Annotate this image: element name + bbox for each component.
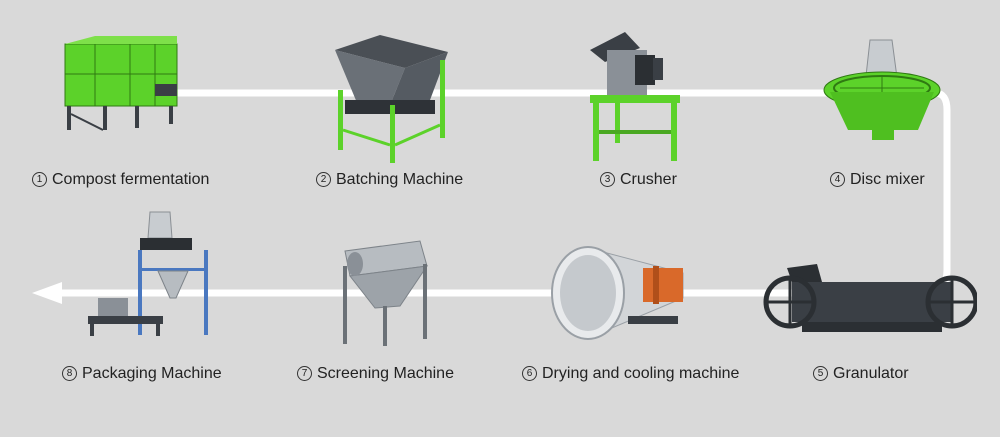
step-number-7: 7 [297, 366, 312, 381]
step-label-5: 5 Granulator [813, 364, 909, 384]
step-number-4: 4 [830, 172, 845, 187]
step-number-6: 6 [522, 366, 537, 381]
step-number-2: 2 [316, 172, 331, 187]
step-label-6: 6 Drying and cooling machine [522, 364, 739, 384]
packaging-machine-icon [88, 211, 208, 336]
step-number-5: 5 [813, 366, 828, 381]
step-text-5: Granulator [833, 365, 909, 382]
step-text-6: Drying and cooling machine [542, 365, 740, 382]
step-number-1: 1 [32, 172, 47, 187]
step-text-1: Compost fermentation [52, 171, 210, 188]
screening-machine-icon [343, 240, 429, 346]
step-label-8: 8 Packaging Machine [62, 364, 222, 384]
step-text-7: Screening Machine [317, 365, 454, 382]
step-text-3: Crusher [620, 171, 677, 188]
step-label-4: 4 Disc mixer [830, 170, 925, 190]
step-text-4: Disc mixer [850, 171, 925, 188]
step-label-3: 3 Crusher [600, 170, 677, 190]
crusher-icon [590, 32, 680, 161]
step-label-7: 7 Screening Machine [297, 364, 454, 384]
step-text-8: Packaging Machine [82, 365, 222, 382]
compost-fermenter-icon [64, 36, 178, 131]
step-number-3: 3 [600, 172, 615, 187]
step-text-2: Batching Machine [336, 171, 464, 188]
rotary-dryer-icon [551, 246, 684, 340]
batching-machine-icon [335, 35, 448, 163]
step-label-2: 2 Batching Machine [316, 170, 463, 190]
granulator-icon [763, 264, 977, 332]
flow-arrow-head-icon [32, 282, 62, 304]
step-number-8: 8 [62, 366, 77, 381]
disc-mixer-icon [823, 39, 941, 140]
step-label-1: 1 Compost fermentation [32, 170, 209, 190]
